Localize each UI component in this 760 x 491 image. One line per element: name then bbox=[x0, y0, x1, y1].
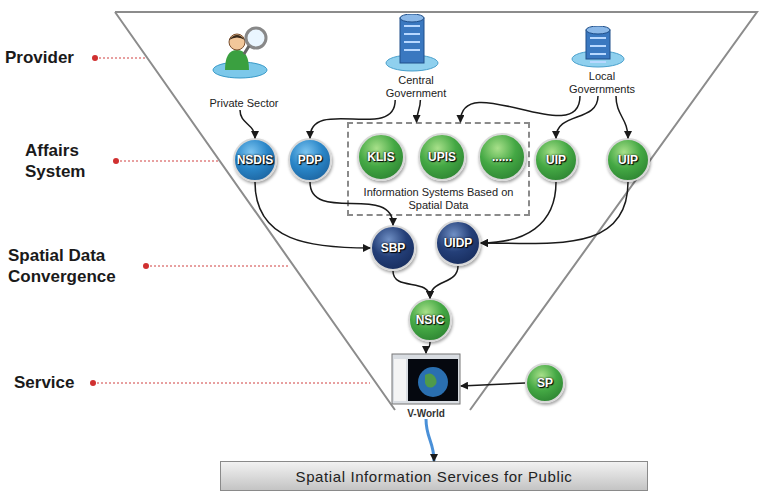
connector bbox=[461, 383, 525, 386]
level-label: Spatial Data Convergence bbox=[8, 245, 138, 287]
funnel-triangle bbox=[115, 12, 757, 410]
node-text: NSDIS bbox=[237, 153, 274, 167]
building-icon bbox=[370, 14, 454, 72]
connector bbox=[481, 182, 556, 243]
node-text: PDP bbox=[298, 153, 323, 167]
earth bbox=[418, 367, 448, 397]
person-icon bbox=[203, 22, 277, 80]
system-circle: NSIC bbox=[408, 298, 452, 342]
icon-handle bbox=[244, 46, 249, 54]
icon-window bbox=[404, 33, 420, 35]
node-text: UPIS bbox=[428, 150, 456, 164]
screenshot-icon bbox=[391, 353, 461, 405]
system-circle: UIP bbox=[534, 138, 578, 182]
node-text: NSIC bbox=[416, 313, 445, 327]
node-text: UIP bbox=[546, 153, 566, 167]
screen-view bbox=[408, 359, 458, 401]
node-text: Central Government bbox=[370, 74, 462, 100]
system-circle: ...... bbox=[478, 133, 526, 181]
node-text: SBP bbox=[381, 241, 406, 255]
icon-head bbox=[229, 34, 245, 50]
icon-window bbox=[404, 41, 420, 43]
node-text: V-World bbox=[391, 408, 461, 419]
node-text: UIP bbox=[618, 153, 638, 167]
connector bbox=[310, 100, 395, 138]
node-text: ...... bbox=[492, 150, 512, 164]
group-box: Information Systems Based on Spatial Dat… bbox=[347, 122, 530, 216]
system-circle: UIP bbox=[606, 138, 650, 182]
connector bbox=[310, 182, 393, 225]
system-circle: UIDP bbox=[435, 220, 481, 266]
icon-top bbox=[586, 26, 610, 34]
level-label: Provider bbox=[5, 47, 95, 68]
provider-icon: Local Governments bbox=[553, 26, 643, 96]
leader-lines bbox=[93, 58, 370, 383]
icon-lens bbox=[246, 28, 266, 48]
icon-window bbox=[590, 53, 606, 55]
level-label: Affairs System bbox=[25, 140, 135, 182]
connector bbox=[240, 110, 255, 138]
icon-tower bbox=[400, 18, 424, 63]
provider-icon: Central Government bbox=[370, 14, 454, 100]
icon-window bbox=[404, 49, 420, 51]
connector bbox=[426, 419, 434, 461]
system-circle: SP bbox=[525, 363, 565, 403]
node-text: Spatial Information Services for Public bbox=[296, 468, 573, 485]
node-text: Private Sector bbox=[203, 97, 285, 110]
connector bbox=[481, 182, 628, 244]
icon-hair bbox=[229, 35, 245, 40]
screen-frame bbox=[392, 354, 460, 404]
level-label: Service bbox=[14, 372, 94, 393]
icon-window bbox=[404, 25, 420, 27]
icon-window bbox=[590, 37, 606, 39]
earth-land bbox=[425, 373, 437, 387]
bullet-dots bbox=[90, 55, 149, 386]
system-circle: UPIS bbox=[418, 133, 466, 181]
node-text: Local Governments bbox=[553, 70, 651, 96]
connector bbox=[393, 271, 430, 298]
connector bbox=[556, 96, 598, 138]
node-text: KLIS bbox=[367, 150, 394, 164]
icon-window bbox=[590, 45, 606, 47]
output-bar: Spatial Information Services for Public bbox=[220, 461, 648, 491]
node-text: SP bbox=[537, 376, 553, 390]
icon-top bbox=[400, 14, 424, 22]
connector bbox=[460, 96, 580, 122]
connector bbox=[426, 342, 430, 353]
service-screen: V-World bbox=[391, 353, 461, 419]
screen-sidebar bbox=[394, 359, 406, 401]
building-icon bbox=[553, 26, 643, 68]
node-text: UIDP bbox=[444, 236, 473, 250]
system-circle: NSDIS bbox=[233, 138, 277, 182]
node-text: Information Systems Based on Spatial Dat… bbox=[349, 186, 528, 212]
system-circle: KLIS bbox=[357, 133, 405, 181]
system-circle: PDP bbox=[288, 138, 332, 182]
connector bbox=[417, 100, 421, 122]
icon-window bbox=[590, 61, 606, 63]
provider-icon: Private Sector bbox=[203, 22, 277, 110]
connector bbox=[616, 96, 628, 138]
connector bbox=[430, 266, 458, 298]
connector bbox=[255, 182, 370, 248]
system-circle: SBP bbox=[370, 225, 416, 271]
